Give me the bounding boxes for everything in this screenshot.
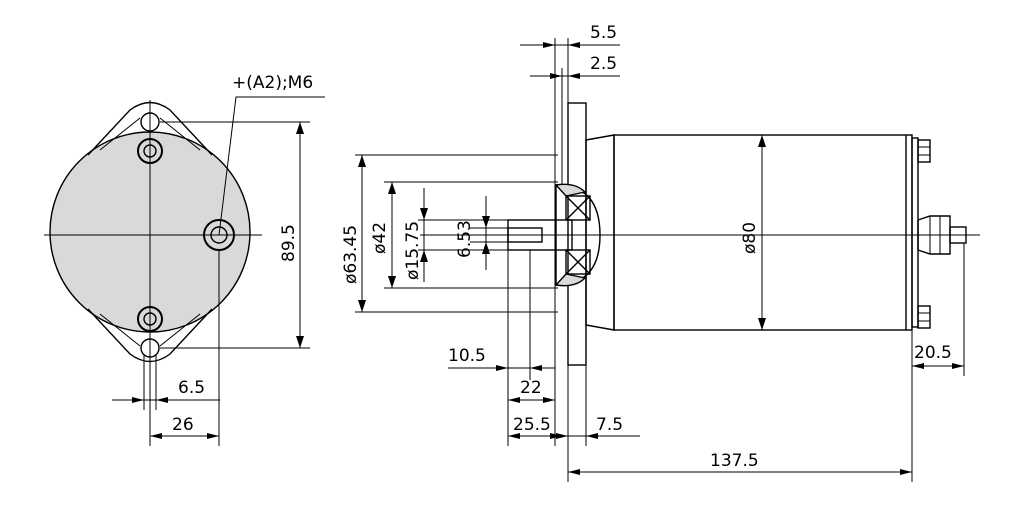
dim-7-5: 7.5 xyxy=(596,415,623,435)
dim-6-5: 6.5 xyxy=(178,378,205,398)
flange-boss xyxy=(585,134,615,331)
flange-plate xyxy=(567,102,587,366)
terminal-label: +(A2);M6 xyxy=(232,73,313,93)
terminal-leader xyxy=(218,96,325,236)
front-view: +(A2);M6 89.5 6.5 26 xyxy=(44,73,325,446)
dim-137-5: 137.5 xyxy=(710,451,759,471)
dim-22: 22 xyxy=(520,378,542,398)
dim-10-5: 10.5 xyxy=(448,346,486,366)
dim-25-5: 25.5 xyxy=(513,415,551,435)
rear-stud-bottom xyxy=(917,305,931,329)
dim-dia-42: ø42 xyxy=(370,222,390,254)
dim-20-5: 20.5 xyxy=(914,343,952,363)
rear-stud-top xyxy=(917,139,931,163)
dim-2-5: 2.5 xyxy=(590,54,617,74)
dim-dia-80: ø80 xyxy=(740,222,760,254)
motor-body xyxy=(613,134,913,331)
dim-6-53: 6.53 xyxy=(455,220,475,258)
bearing-top xyxy=(565,195,591,221)
end-cap xyxy=(911,137,919,328)
dim-26: 26 xyxy=(172,415,194,435)
dim-dia-15-75: ø15.75 xyxy=(403,221,423,280)
bearing-bottom xyxy=(565,249,591,275)
dim-89-5: 89.5 xyxy=(279,224,299,262)
dim-5-5: 5.5 xyxy=(590,23,617,43)
dim-dia-63-45: ø63.45 xyxy=(341,225,361,284)
side-view: ø80 ø63.45 ø42 ø15.75 6.53 xyxy=(341,23,980,482)
